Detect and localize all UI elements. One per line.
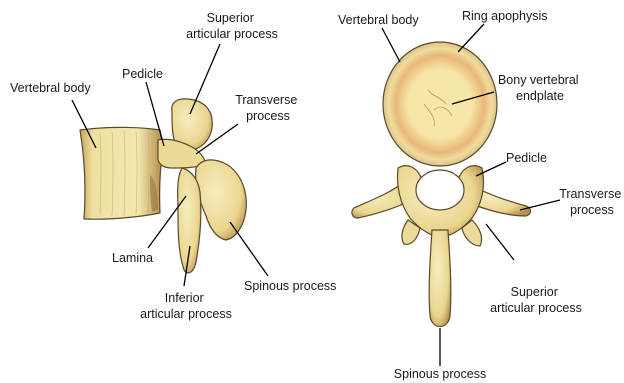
label-right-pedicle: Pedicle — [506, 151, 547, 165]
label-line: articular process — [140, 307, 232, 321]
label-left-inferior-articular-process: Inferior articular process — [140, 291, 232, 321]
label-right-ring-apophysis: Ring apophysis — [462, 9, 547, 23]
label-line: process — [246, 109, 290, 123]
label-left-transverse-process: Transverse process — [235, 93, 301, 123]
label-right-bony-vertebral-endplate: Bony vertebral endplate — [498, 73, 582, 103]
superior-vertebral-body-shape — [383, 42, 497, 166]
label-right-vertebral-body: Vertebral body — [338, 13, 419, 27]
label-line: Bony vertebral — [498, 73, 579, 87]
lateral-inferior-articular-process-shape — [178, 168, 201, 273]
label-right-spinous-process: Spinous process — [394, 367, 486, 381]
label-left-lamina: Lamina — [112, 251, 153, 265]
label-line: Superior — [511, 285, 558, 299]
lateral-view — [80, 99, 246, 273]
spinal-canal — [416, 170, 464, 210]
label-line: articular process — [490, 301, 582, 315]
label-right-superior-articular-process: Superior articular process — [490, 285, 582, 315]
lateral-transverse-process-shape — [196, 160, 247, 240]
label-left-superior-articular-process: Superior articular process — [186, 11, 278, 41]
superior-spinous-process-shape — [429, 230, 451, 327]
label-line: Transverse — [559, 187, 621, 201]
label-left-pedicle: Pedicle — [122, 67, 163, 81]
label-line: Transverse — [235, 93, 297, 107]
label-line: articular process — [186, 27, 278, 41]
label-line: endplate — [516, 89, 564, 103]
label-left-vertebral-body: Vertebral body — [10, 81, 91, 95]
label-line: Inferior — [165, 291, 204, 305]
label-left-spinous-process: Spinous process — [244, 279, 336, 293]
label-line: process — [570, 203, 614, 217]
label-right-transverse-process: Transverse process — [559, 187, 624, 217]
label-line: Superior — [207, 11, 254, 25]
